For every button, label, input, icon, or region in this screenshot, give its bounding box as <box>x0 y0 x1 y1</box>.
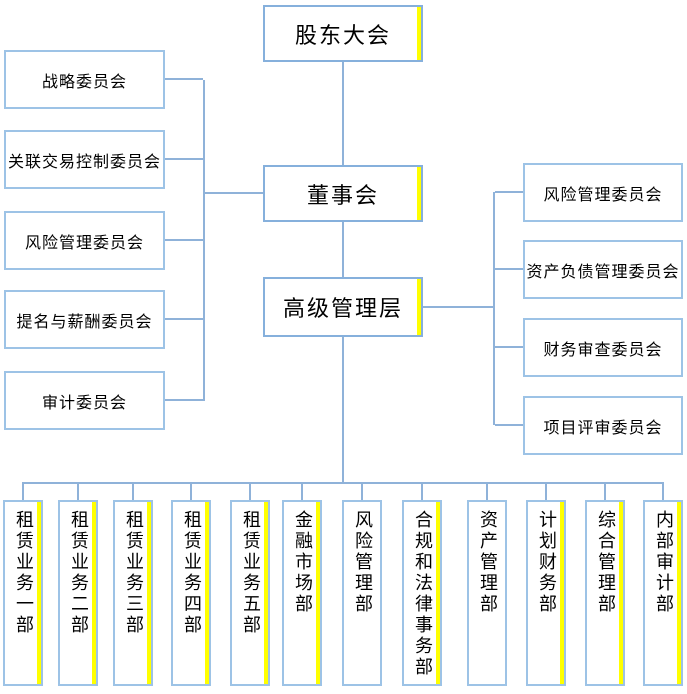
dept-leasing-business-5: 租赁业务五部 <box>230 500 270 686</box>
org-node-shareholders-meeting: 股东大会 <box>263 5 423 62</box>
committee-label: 财务审查委员会 <box>543 341 663 359</box>
committee-label: 项目评审委员会 <box>543 419 663 437</box>
board-committee-risk-management: 风险管理委员会 <box>4 211 165 270</box>
board-committee-strategy: 战略委员会 <box>4 50 165 109</box>
connector-board-management <box>342 222 344 277</box>
dept-compliance-legal-affairs: 合规和法律事务部 <box>402 500 442 686</box>
connector-dept-stub <box>545 484 547 500</box>
management-committee-financial-review: 财务审查委员会 <box>523 318 683 377</box>
committee-label: 风险管理委员会 <box>24 234 144 252</box>
connector-dept-stub <box>301 484 303 500</box>
org-node-label: 高级管理层 <box>282 296 403 321</box>
connector-committee-stub <box>165 239 203 241</box>
board-committee-related-transaction-control: 关联交易控制委员会 <box>4 130 165 189</box>
dept-risk-management: 风险管理部 <box>342 500 382 686</box>
connector-management-committees-trunk <box>493 192 495 425</box>
board-committee-audit: 审计委员会 <box>4 371 165 430</box>
connector-dept-stub <box>486 484 488 500</box>
dept-internal-audit: 内部审计部 <box>643 500 683 686</box>
connector-committee-stub <box>495 268 523 270</box>
connector-committee-stub <box>165 318 203 320</box>
committee-label: 关联交易控制委员会 <box>7 153 161 171</box>
connector-dept-stub <box>604 484 606 500</box>
management-committee-risk-management: 风险管理委员会 <box>523 163 683 222</box>
board-committee-nomination-remuneration: 提名与薪酬委员会 <box>4 290 165 349</box>
connector-dept-stub <box>22 484 24 500</box>
dept-planning-finance: 计划财务部 <box>526 500 566 686</box>
connector-board-committees-trunk <box>203 80 205 401</box>
dept-leasing-business-4: 租赁业务四部 <box>171 500 211 686</box>
connector-management-departments-trunk <box>342 337 344 484</box>
connector-dept-stub <box>421 484 423 500</box>
committee-label: 提名与薪酬委员会 <box>16 313 153 331</box>
org-node-board-of-directors: 董事会 <box>263 165 423 222</box>
connector-dept-stub <box>662 484 664 500</box>
org-node-label: 董事会 <box>306 182 379 208</box>
connector-committee-stub <box>165 399 205 401</box>
dept-leasing-business-3: 租赁业务三部 <box>113 500 153 686</box>
connector-shareholders-board <box>342 62 344 165</box>
connector-committee-stub <box>495 191 523 193</box>
connector-dept-stub <box>77 484 79 500</box>
committee-label: 资产负债管理委员会 <box>526 263 680 281</box>
management-committee-project-evaluation: 项目评审委员会 <box>523 396 683 455</box>
connector-dept-stub <box>132 484 134 500</box>
management-committee-asset-liability: 资产负债管理委员会 <box>523 240 683 299</box>
org-node-label: 股东大会 <box>294 22 391 48</box>
dept-leasing-business-1: 租赁业务一部 <box>3 500 43 686</box>
connector-dept-stub <box>190 484 192 500</box>
committee-label: 战略委员会 <box>41 73 127 91</box>
connector-departments-rail <box>22 482 664 484</box>
committee-label: 风险管理委员会 <box>543 186 663 204</box>
connector-dept-stub <box>249 484 251 500</box>
connector-committee-stub <box>495 346 523 348</box>
org-node-senior-management: 高级管理层 <box>263 277 423 337</box>
dept-asset-management: 资产管理部 <box>467 500 507 686</box>
connector-committee-stub <box>165 158 203 160</box>
connector-dept-stub <box>361 484 363 500</box>
dept-leasing-business-2: 租赁业务二部 <box>58 500 98 686</box>
connector-management-link <box>423 306 493 308</box>
connector-board-link <box>205 192 263 194</box>
connector-committee-stub <box>495 424 523 426</box>
connector-committee-stub <box>165 78 203 80</box>
dept-general-management: 综合管理部 <box>585 500 625 686</box>
committee-label: 审计委员会 <box>41 394 127 412</box>
dept-financial-markets: 金融市场部 <box>282 500 322 686</box>
